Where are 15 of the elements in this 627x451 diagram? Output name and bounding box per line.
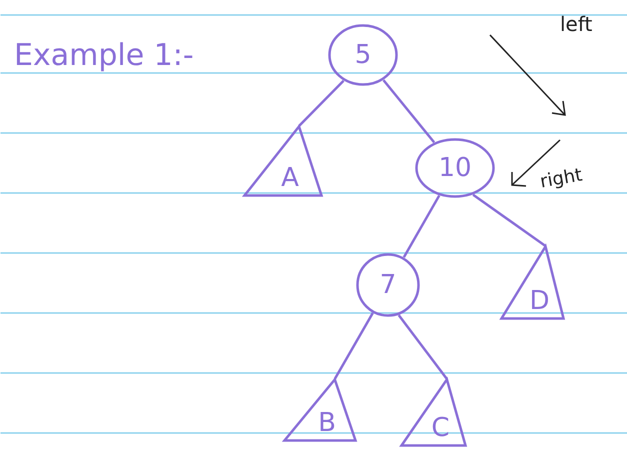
tree-node-circle: 10	[415, 138, 495, 198]
tree-edge	[382, 79, 436, 144]
tree-edge	[334, 312, 374, 380]
subtree-triangle: B	[283, 378, 357, 442]
tree-edge	[298, 80, 344, 127]
subtree-triangle: A	[243, 125, 323, 197]
tree-edge	[472, 194, 546, 248]
example-heading: Example 1:-	[14, 38, 194, 73]
tree-node-circle: 7	[356, 253, 420, 317]
tree-edge	[398, 314, 448, 380]
tree-node-circle: 5	[328, 24, 398, 86]
direction-label: right	[538, 164, 584, 193]
subtree-triangle: D	[500, 245, 565, 320]
direction-label: left	[560, 12, 592, 36]
tree-edge	[402, 194, 440, 258]
